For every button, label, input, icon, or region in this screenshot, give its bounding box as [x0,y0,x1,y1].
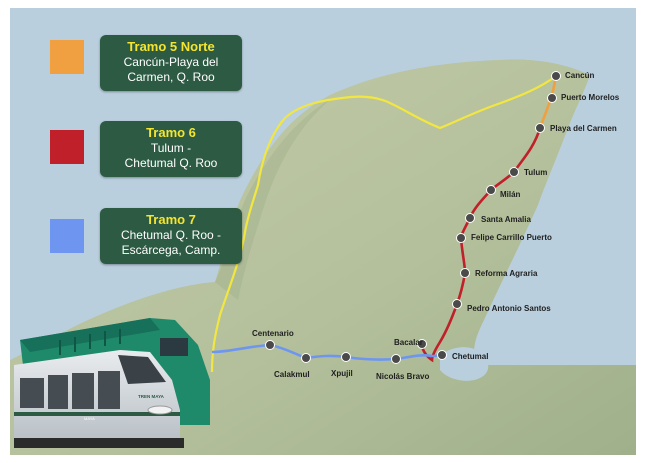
route-other-sections [210,75,557,373]
station-dot-milan[interactable] [486,185,496,195]
legend-item-tramo-7: Tramo 7 Chetumal Q. Roo - Escárcega, Cam… [100,208,242,264]
legend-swatch-tramo-7 [50,219,84,253]
station-dot-xpujil[interactable] [341,352,351,362]
legend-desc-tramo-5: Cancún-Playa del Carmen, Q. Roo [123,55,219,84]
train-headlight [147,405,173,415]
station-dot-pedro-antonio-santos[interactable] [452,299,462,309]
station-label-felipe-carrillo-puerto: Felipe Carrillo Puerto [471,233,552,242]
passenger-car-windshield [118,355,166,384]
station-label-milan: Milán [500,190,521,199]
passenger-car-windows [20,371,120,409]
station-label-calakmul: Calakmul [274,370,310,379]
train-bogie [14,438,184,448]
station-label-reforma-agraria: Reforma Agraria [475,269,538,278]
station-label-puerto-morelos: Puerto Morelos [561,93,620,102]
station-label-chetumal: Chetumal [452,352,489,361]
train-front-text: TREN MAYA [138,394,165,399]
station-dots [265,71,561,364]
train-illustration: TREN MAYA MAYA [14,318,210,448]
legend-swatch-tramo-6 [50,130,84,164]
legend-desc-tramo-7: Chetumal Q. Roo - Escárcega, Camp. [120,228,222,257]
station-label-centenario: Centenario [252,329,294,338]
station-dot-santa-amalia[interactable] [465,213,475,223]
route-tramo-6 [420,127,542,363]
legend-title-tramo-6: Tramo 6 [146,125,196,140]
station-dot-felipe-carrillo-puerto[interactable] [456,233,466,243]
station-dot-calakmul[interactable] [301,353,311,363]
station-dot-chetumal[interactable] [437,350,447,360]
station-dot-reforma-agraria[interactable] [460,268,470,278]
station-dot-centenario[interactable] [265,340,275,350]
station-label-tulum: Tulum [524,168,548,177]
station-label-cancun: Cancún [565,71,595,80]
station-dot-tulum[interactable] [509,167,519,177]
locomotive-window [160,338,188,356]
legend-title-tramo-7: Tramo 7 [146,212,196,227]
station-dot-puerto-morelos[interactable] [547,93,557,103]
coast-shading [215,98,332,300]
station-label-bacalar: Bacalar [394,338,423,347]
train-side-text: MAYA [84,416,95,421]
station-label-santa-amalia: Santa Amalia [481,215,531,224]
station-dot-nicolas-bravo[interactable] [391,354,401,364]
station-dot-bacalar[interactable] [417,339,427,349]
legend-item-tramo-5: Tramo 5 Norte Cancún-Playa del Carmen, Q… [100,35,242,91]
passenger-car-stripe [14,412,180,416]
station-dot-cancun[interactable] [551,71,561,81]
legend-title-tramo-5: Tramo 5 Norte [127,39,215,54]
station-label-xpujil: Xpujil [331,369,353,378]
legend-desc-tramo-6: Tulum - Chetumal Q. Roo [124,141,218,170]
station-dot-playa-del-carmen[interactable] [535,123,545,133]
locomotive-grille [59,329,121,355]
station-label-nicolas-bravo: Nicolás Bravo [376,372,430,381]
legend-swatch-tramo-5 [50,40,84,74]
legend-item-tramo-6: Tramo 6 Tulum - Chetumal Q. Roo [100,121,242,177]
station-label-playa-del-carmen: Playa del Carmen [550,124,617,133]
chetumal-bay [440,347,489,381]
station-label-pedro-antonio-santos: Pedro Antonio Santos [467,304,551,313]
